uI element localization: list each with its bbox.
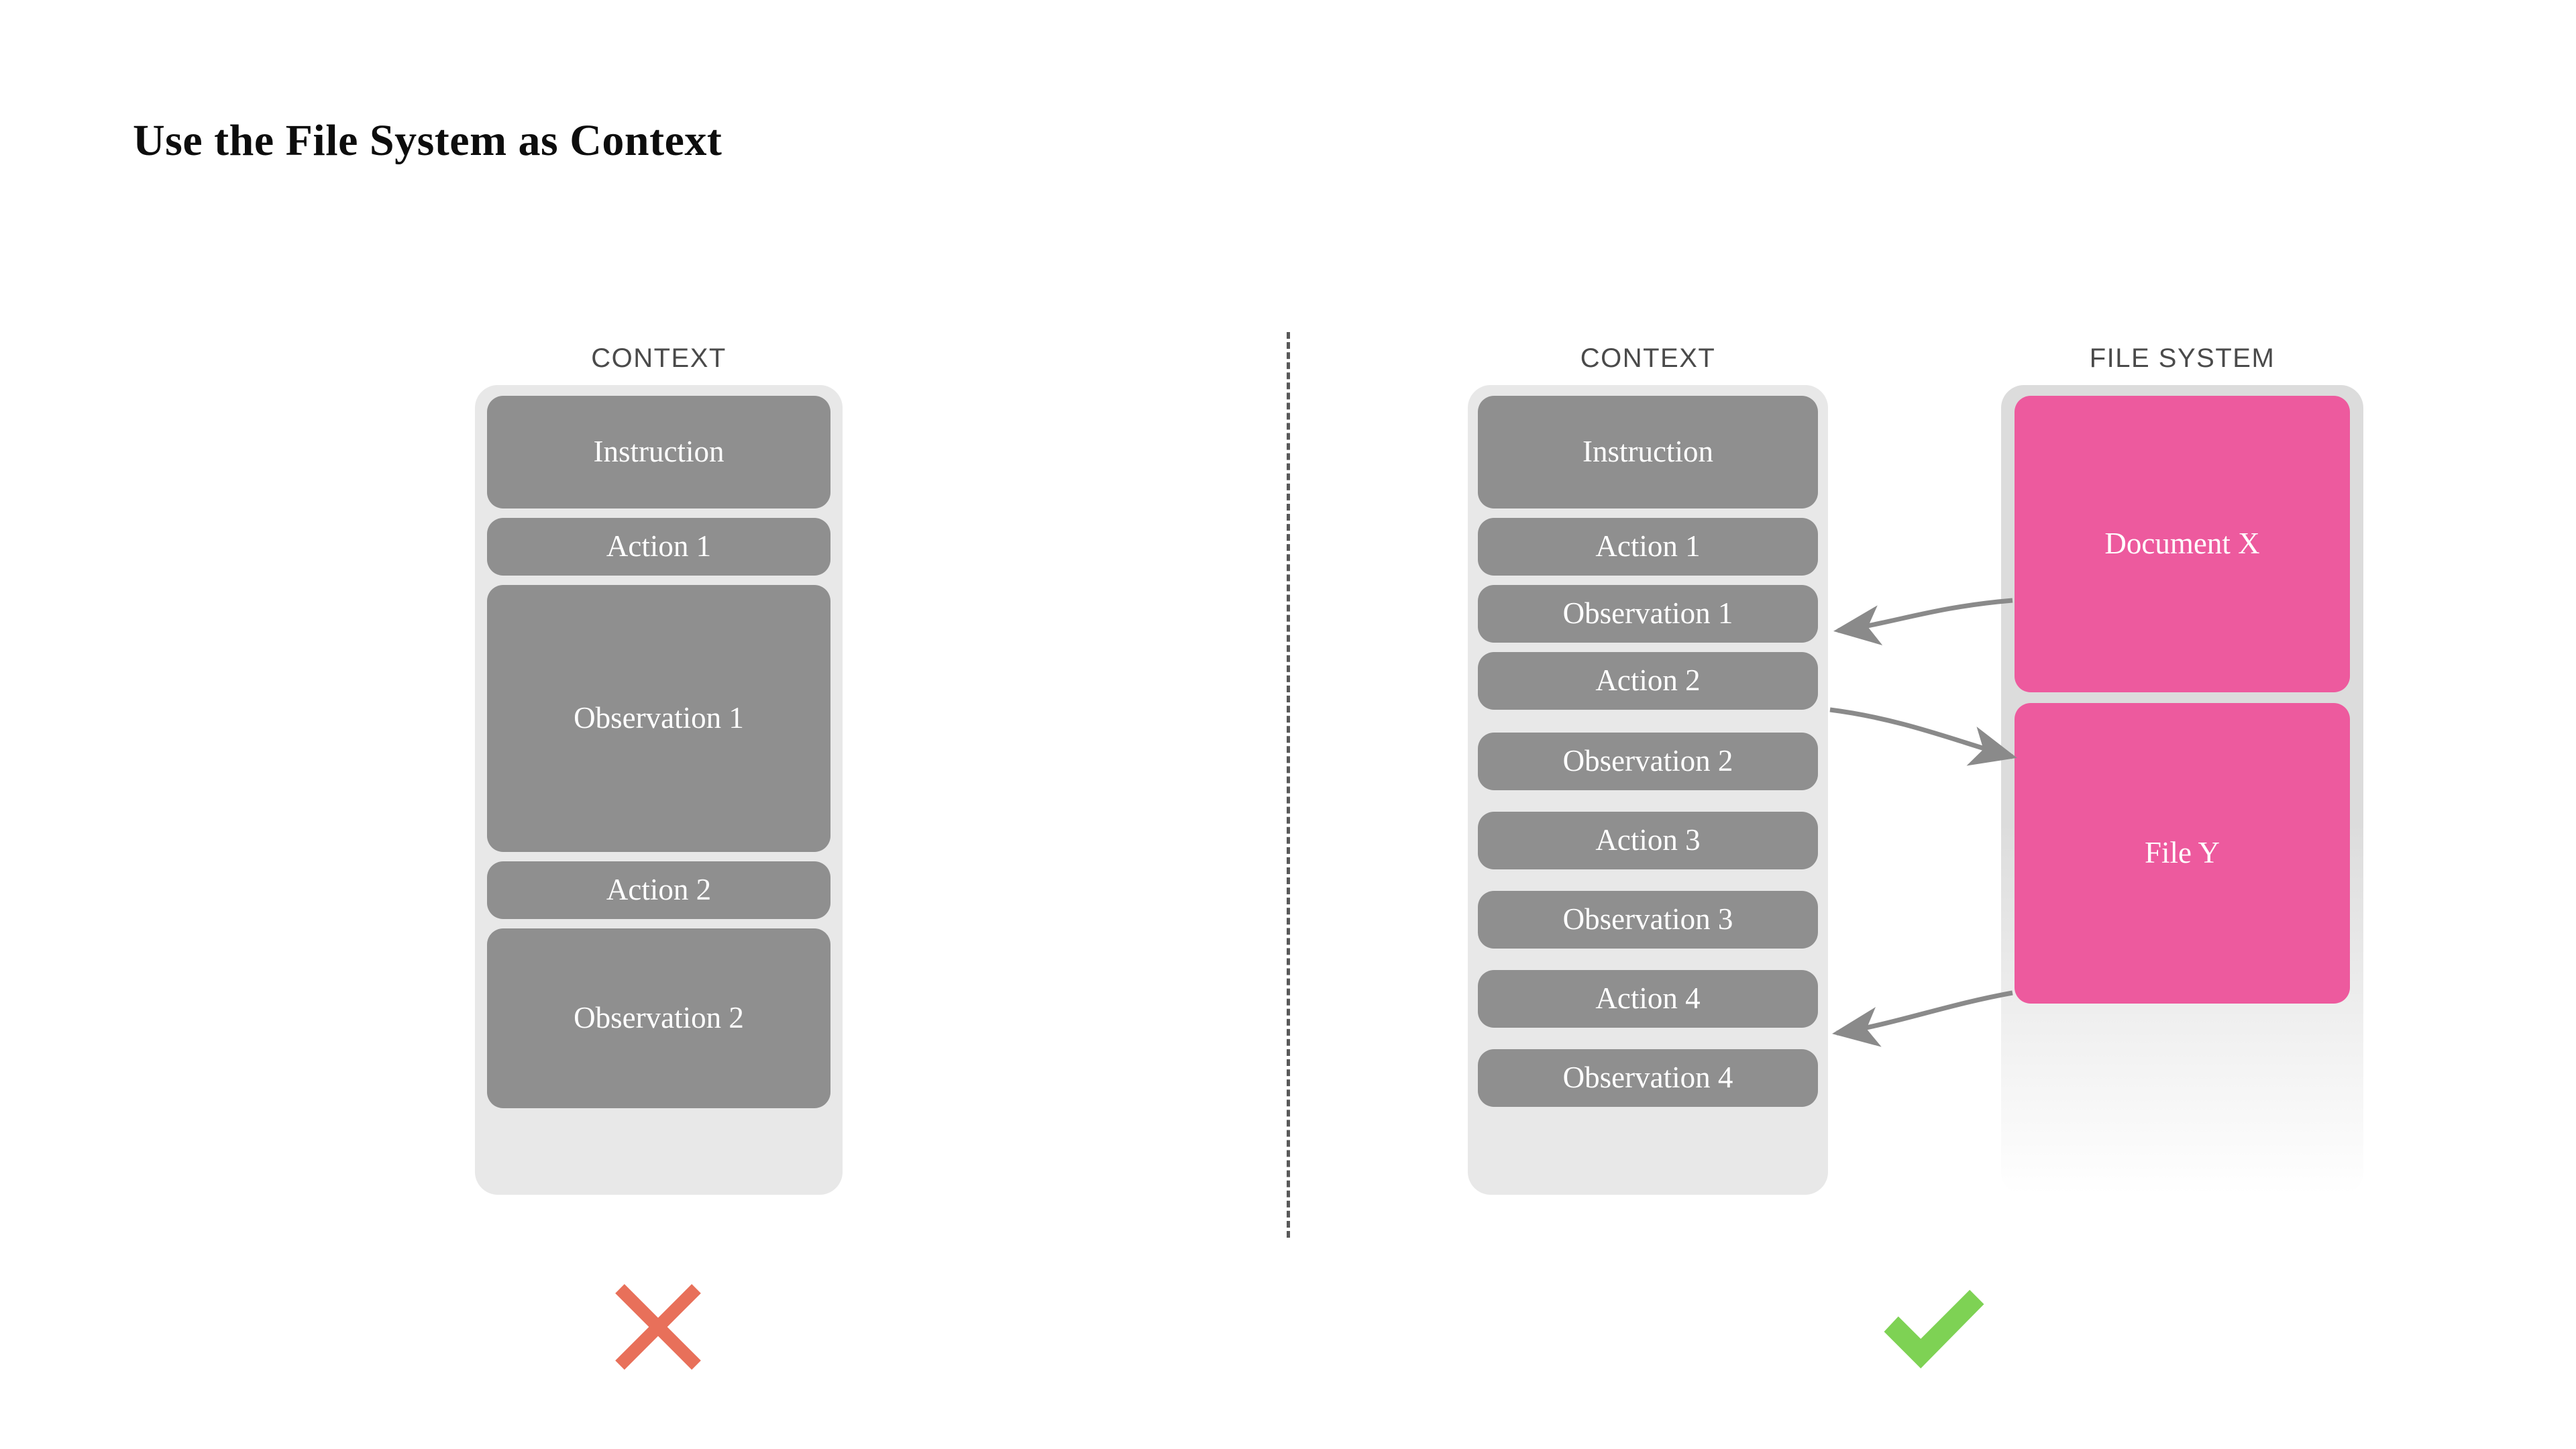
arrow-file-y-to-action-4	[1832, 990, 2013, 1047]
verdict-cross	[607, 1276, 709, 1378]
verdict-check	[1880, 1275, 1988, 1377]
fs-context-block-action-4[interactable]: Action 4	[1478, 970, 1818, 1028]
left-context-caption: CONTEXT	[591, 343, 727, 373]
section-divider	[1287, 332, 1290, 1238]
fs-context-block-action-2[interactable]: Action 2	[1478, 652, 1818, 710]
arrow-action-2-to-file-y	[1829, 707, 2017, 766]
page-title: Use the File System as Context	[133, 116, 722, 165]
fs-context-block-instruction[interactable]: Instruction	[1478, 396, 1818, 508]
file-system-stack: Document X File Y	[2001, 385, 2363, 1195]
context-block-action-2[interactable]: Action 2	[487, 861, 830, 919]
context-block-action-1[interactable]: Action 1	[487, 518, 830, 576]
file-system-item-file-y[interactable]: File Y	[2015, 703, 2350, 1004]
fs-context-block-observation-2[interactable]: Observation 2	[1478, 733, 1818, 790]
fs-context-block-action-1[interactable]: Action 1	[1478, 518, 1818, 576]
fs-context-block-observation-4[interactable]: Observation 4	[1478, 1049, 1818, 1107]
right-context-caption: CONTEXT	[1580, 343, 1716, 373]
check-icon	[1884, 1289, 1984, 1368]
context-block-instruction[interactable]: Instruction	[487, 396, 830, 508]
context-block-observation-2[interactable]: Observation 2	[487, 928, 830, 1108]
fs-context-block-observation-1[interactable]: Observation 1	[1478, 585, 1818, 643]
fs-context-block-action-3[interactable]: Action 3	[1478, 812, 1818, 869]
context-block-observation-1[interactable]: Observation 1	[487, 585, 830, 852]
right-context-stack: Instruction Action 1 Observation 1 Actio…	[1468, 385, 1828, 1195]
file-system-caption: FILE SYSTEM	[2089, 343, 2275, 373]
file-system-item-document-x[interactable]: Document X	[2015, 396, 2350, 692]
cross-icon	[615, 1284, 701, 1370]
arrow-document-x-to-observation-1	[1833, 598, 2013, 646]
fs-context-block-observation-3[interactable]: Observation 3	[1478, 891, 1818, 949]
left-context-stack: Instruction Action 1 Observation 1 Actio…	[475, 385, 843, 1195]
